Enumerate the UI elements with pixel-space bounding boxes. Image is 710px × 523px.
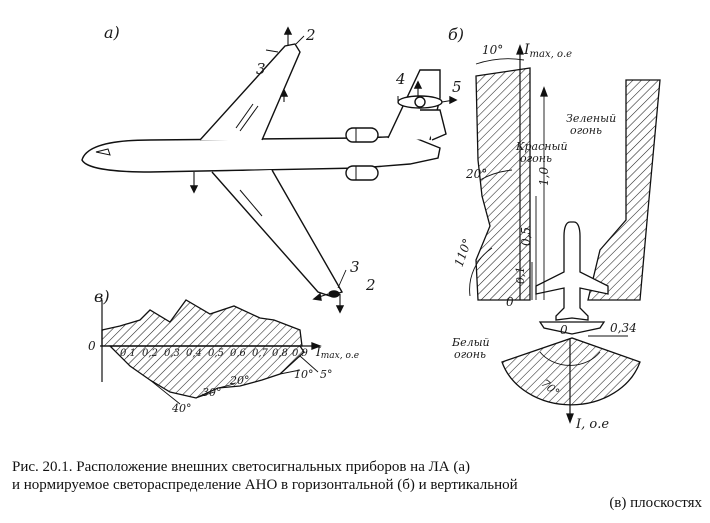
callout-4: 4 xyxy=(395,70,406,88)
callout-2-bottom: 2 xyxy=(365,276,376,294)
v-angle-20: 20° xyxy=(229,374,250,387)
green-sector xyxy=(587,79,661,301)
callout-3-top: 3 xyxy=(256,60,266,78)
green-light-label-1: Зеленый xyxy=(566,112,616,125)
v-angle-40: 40° xyxy=(171,402,192,415)
upper-wing xyxy=(199,43,301,141)
red-light-label-2: огонь xyxy=(520,152,552,165)
tick-0-1: 0,1 xyxy=(514,267,527,285)
v-tick-0-1: 0,1 xyxy=(120,348,136,359)
vertical-diagram xyxy=(100,299,322,405)
panel-b-label: б) xyxy=(448,25,464,44)
figure-caption: Рис. 20.1. Расположение внешних светосиг… xyxy=(12,458,702,512)
v-angle-10: 10° xyxy=(294,368,314,381)
white-light-label-1: Белый xyxy=(451,336,490,349)
engine-lower xyxy=(345,165,379,181)
v-angle-30: 30° xyxy=(202,386,222,399)
white-light-label-2: огонь xyxy=(454,348,486,361)
v-tick-0-6: 0,6 xyxy=(230,348,247,359)
panel-v-label: в) xyxy=(94,287,110,306)
lower-wing xyxy=(211,169,344,297)
fuselage xyxy=(81,135,441,173)
upper-lobe xyxy=(101,299,303,347)
caption-line-3: (в) плоскостях xyxy=(609,495,702,511)
zero-left: 0 xyxy=(506,295,514,309)
horizontal-diagram xyxy=(469,44,661,424)
v-tick-0-5: 0,5 xyxy=(208,348,224,359)
angle-110-label: 110° xyxy=(452,237,475,269)
v-tick-0-2: 0,2 xyxy=(142,348,158,359)
axis-imax-label: Imax, о.е xyxy=(523,42,572,60)
mini-aircraft xyxy=(535,221,609,321)
vertical-zero: 0 xyxy=(88,339,96,353)
callout-3-bottom: 3 xyxy=(350,258,360,276)
angle-20-label: 20° xyxy=(465,167,487,181)
v-angle-5: 5° xyxy=(320,368,333,381)
caption-line-1: Рис. 20.1. Расположение внешних светосиг… xyxy=(12,459,471,475)
v-tick-0-4: 0,4 xyxy=(186,348,202,359)
aircraft-panel xyxy=(81,26,458,314)
panel-a-label: а) xyxy=(104,23,120,42)
v-tick-0-8: 0,8 xyxy=(272,348,288,359)
axis-i-down-label: I, о.е xyxy=(575,417,609,432)
angle-10-label: 10° xyxy=(482,43,503,57)
v-axis-label: Imax, о.е xyxy=(315,345,359,361)
zero-bottom: 0 xyxy=(560,323,568,337)
v-tick-0-3: 0,3 xyxy=(164,348,180,359)
engine-upper xyxy=(345,127,379,143)
red-light-label-1: Красный xyxy=(515,140,568,153)
tick-1-0: 1,0 xyxy=(537,167,551,186)
red-sector xyxy=(475,67,531,301)
caption-line-2: и нормируемое светораспределение АНО в г… xyxy=(12,477,518,493)
white-sector xyxy=(501,337,641,406)
green-light-label-2: огонь xyxy=(570,124,602,137)
v-tick-0-9: 0,9 xyxy=(292,348,309,359)
tick-0-34: 0,34 xyxy=(610,321,637,335)
tick-0-5: 0,5 xyxy=(519,227,533,246)
callout-2-top: 2 xyxy=(305,26,316,44)
v-tick-0-7: 0,7 xyxy=(252,348,269,359)
vertical-ticks: 0,1 0,2 0,3 0,4 0,5 0,6 0,7 0,8 0,9 xyxy=(120,348,309,359)
callout-5: 5 xyxy=(452,78,462,96)
